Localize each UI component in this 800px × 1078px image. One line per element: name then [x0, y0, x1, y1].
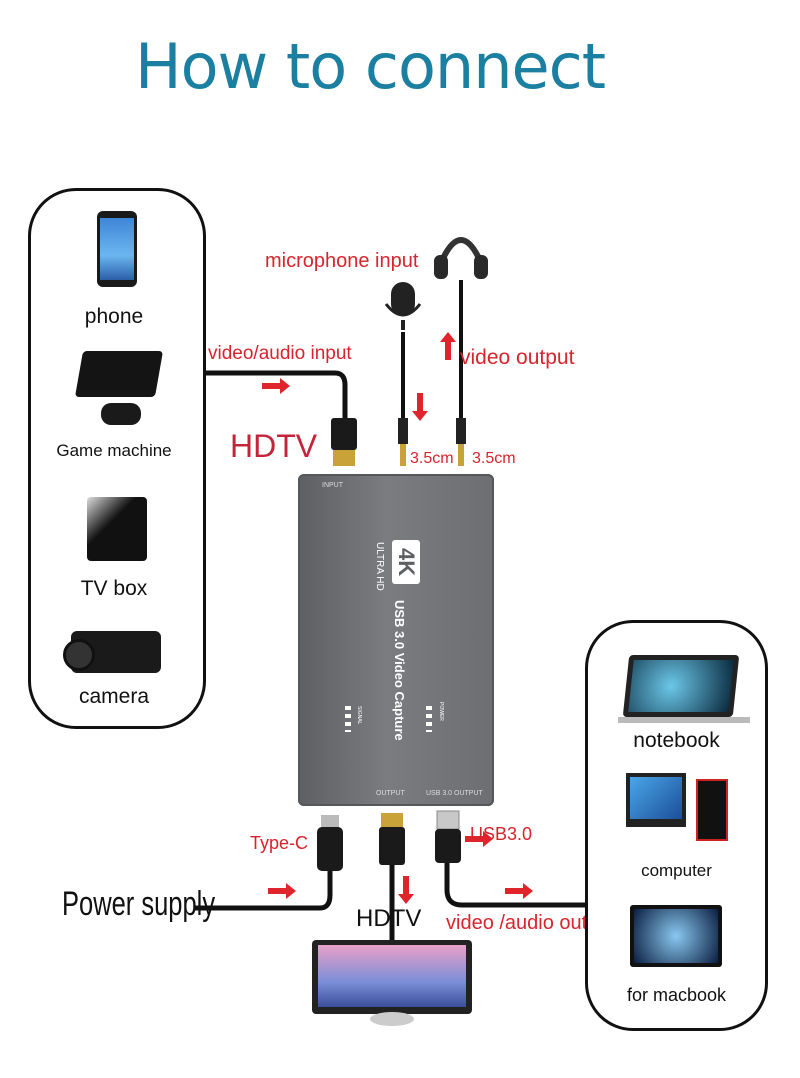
jack-mic-icon: [398, 418, 408, 466]
badge-4k: 4K: [392, 540, 420, 584]
arrow-right-icon: [505, 883, 533, 899]
capture-device: INPUT OUTPUT USB 3.0 OUTPUT 4K ULTRA HD …: [298, 474, 494, 806]
usb-plug-icon: [435, 810, 461, 863]
notebook-base-icon: [618, 717, 750, 723]
type-c-label: Type-C: [250, 833, 309, 853]
input-cable: [205, 370, 348, 420]
power-led-icon: [426, 706, 432, 732]
port-usb-label: USB 3.0 OUTPUT: [426, 790, 483, 797]
hdtv-input-label: HDTV: [230, 428, 318, 464]
hdtv-output-label: HDTV: [356, 905, 422, 932]
monitor-stand-icon: [370, 1012, 414, 1026]
notebook-label: notebook: [633, 729, 720, 752]
camera-label: camera: [78, 685, 150, 708]
signal-led-icon: [345, 706, 351, 732]
phone-icon: [97, 211, 137, 287]
input-sources-panel: phone Game machine TV box camera: [28, 188, 206, 729]
phone-label: phone: [84, 305, 144, 328]
tv-box-label: TV box: [80, 577, 148, 600]
arrow-down-icon: [412, 393, 428, 421]
power-label: POWER: [438, 702, 444, 721]
power-supply-label: Power supply: [62, 885, 216, 923]
arrow-down-icon: [398, 876, 414, 904]
page-title: How to connect: [134, 30, 606, 103]
ultra-hd-label: ULTRA HD: [374, 542, 385, 591]
jack-out-label: 3.5cm: [472, 450, 516, 467]
port-input-label: INPUT: [322, 482, 343, 489]
type-c-plug-icon: [317, 815, 343, 871]
output-targets-panel: notebook computer for macbook: [585, 620, 768, 1031]
tv-box-icon: [87, 497, 147, 561]
jack-out-icon: [456, 418, 466, 466]
computer-tower-icon: [696, 779, 728, 841]
macbook-label: for macbook: [626, 985, 727, 1005]
monitor-icon: [312, 940, 472, 1014]
gamepad-icon: [101, 403, 141, 425]
jack-mic-label: 3.5cm: [410, 450, 454, 467]
usb-out-cable: [444, 860, 588, 908]
arrow-up-icon: [440, 332, 456, 360]
game-machine-label: Game machine: [56, 441, 172, 460]
arrow-right-icon: [268, 883, 296, 899]
power-cable: [195, 868, 333, 911]
headphones-icon: [434, 237, 488, 279]
video-audio-output-label: video /audio output: [446, 912, 616, 934]
signal-label: SIGNAL: [356, 706, 362, 725]
device-name-label: USB 3.0 Video Capture: [392, 600, 407, 741]
notebook-icon: [622, 655, 740, 717]
game-console-icon: [74, 351, 164, 397]
microphone-icon: [384, 282, 422, 330]
usb3-label: USB3.0: [470, 824, 533, 844]
port-output-label: OUTPUT: [376, 790, 405, 797]
camera-icon: [63, 631, 161, 673]
hdmi-out-plug-icon: [379, 813, 405, 865]
video-audio-input-label: video/audio input: [208, 343, 352, 364]
computer-monitor-icon: [626, 773, 686, 827]
macbook-icon: [630, 905, 722, 967]
arrow-right-icon: [262, 378, 290, 394]
computer-label: computer: [641, 861, 712, 880]
arrow-group: [262, 332, 533, 904]
hdmi-in-plug-icon: [331, 418, 357, 466]
arrow-right-icon: [465, 831, 493, 847]
microphone-input-label: microphone input: [265, 250, 419, 272]
video-output-label: video output: [460, 346, 575, 369]
